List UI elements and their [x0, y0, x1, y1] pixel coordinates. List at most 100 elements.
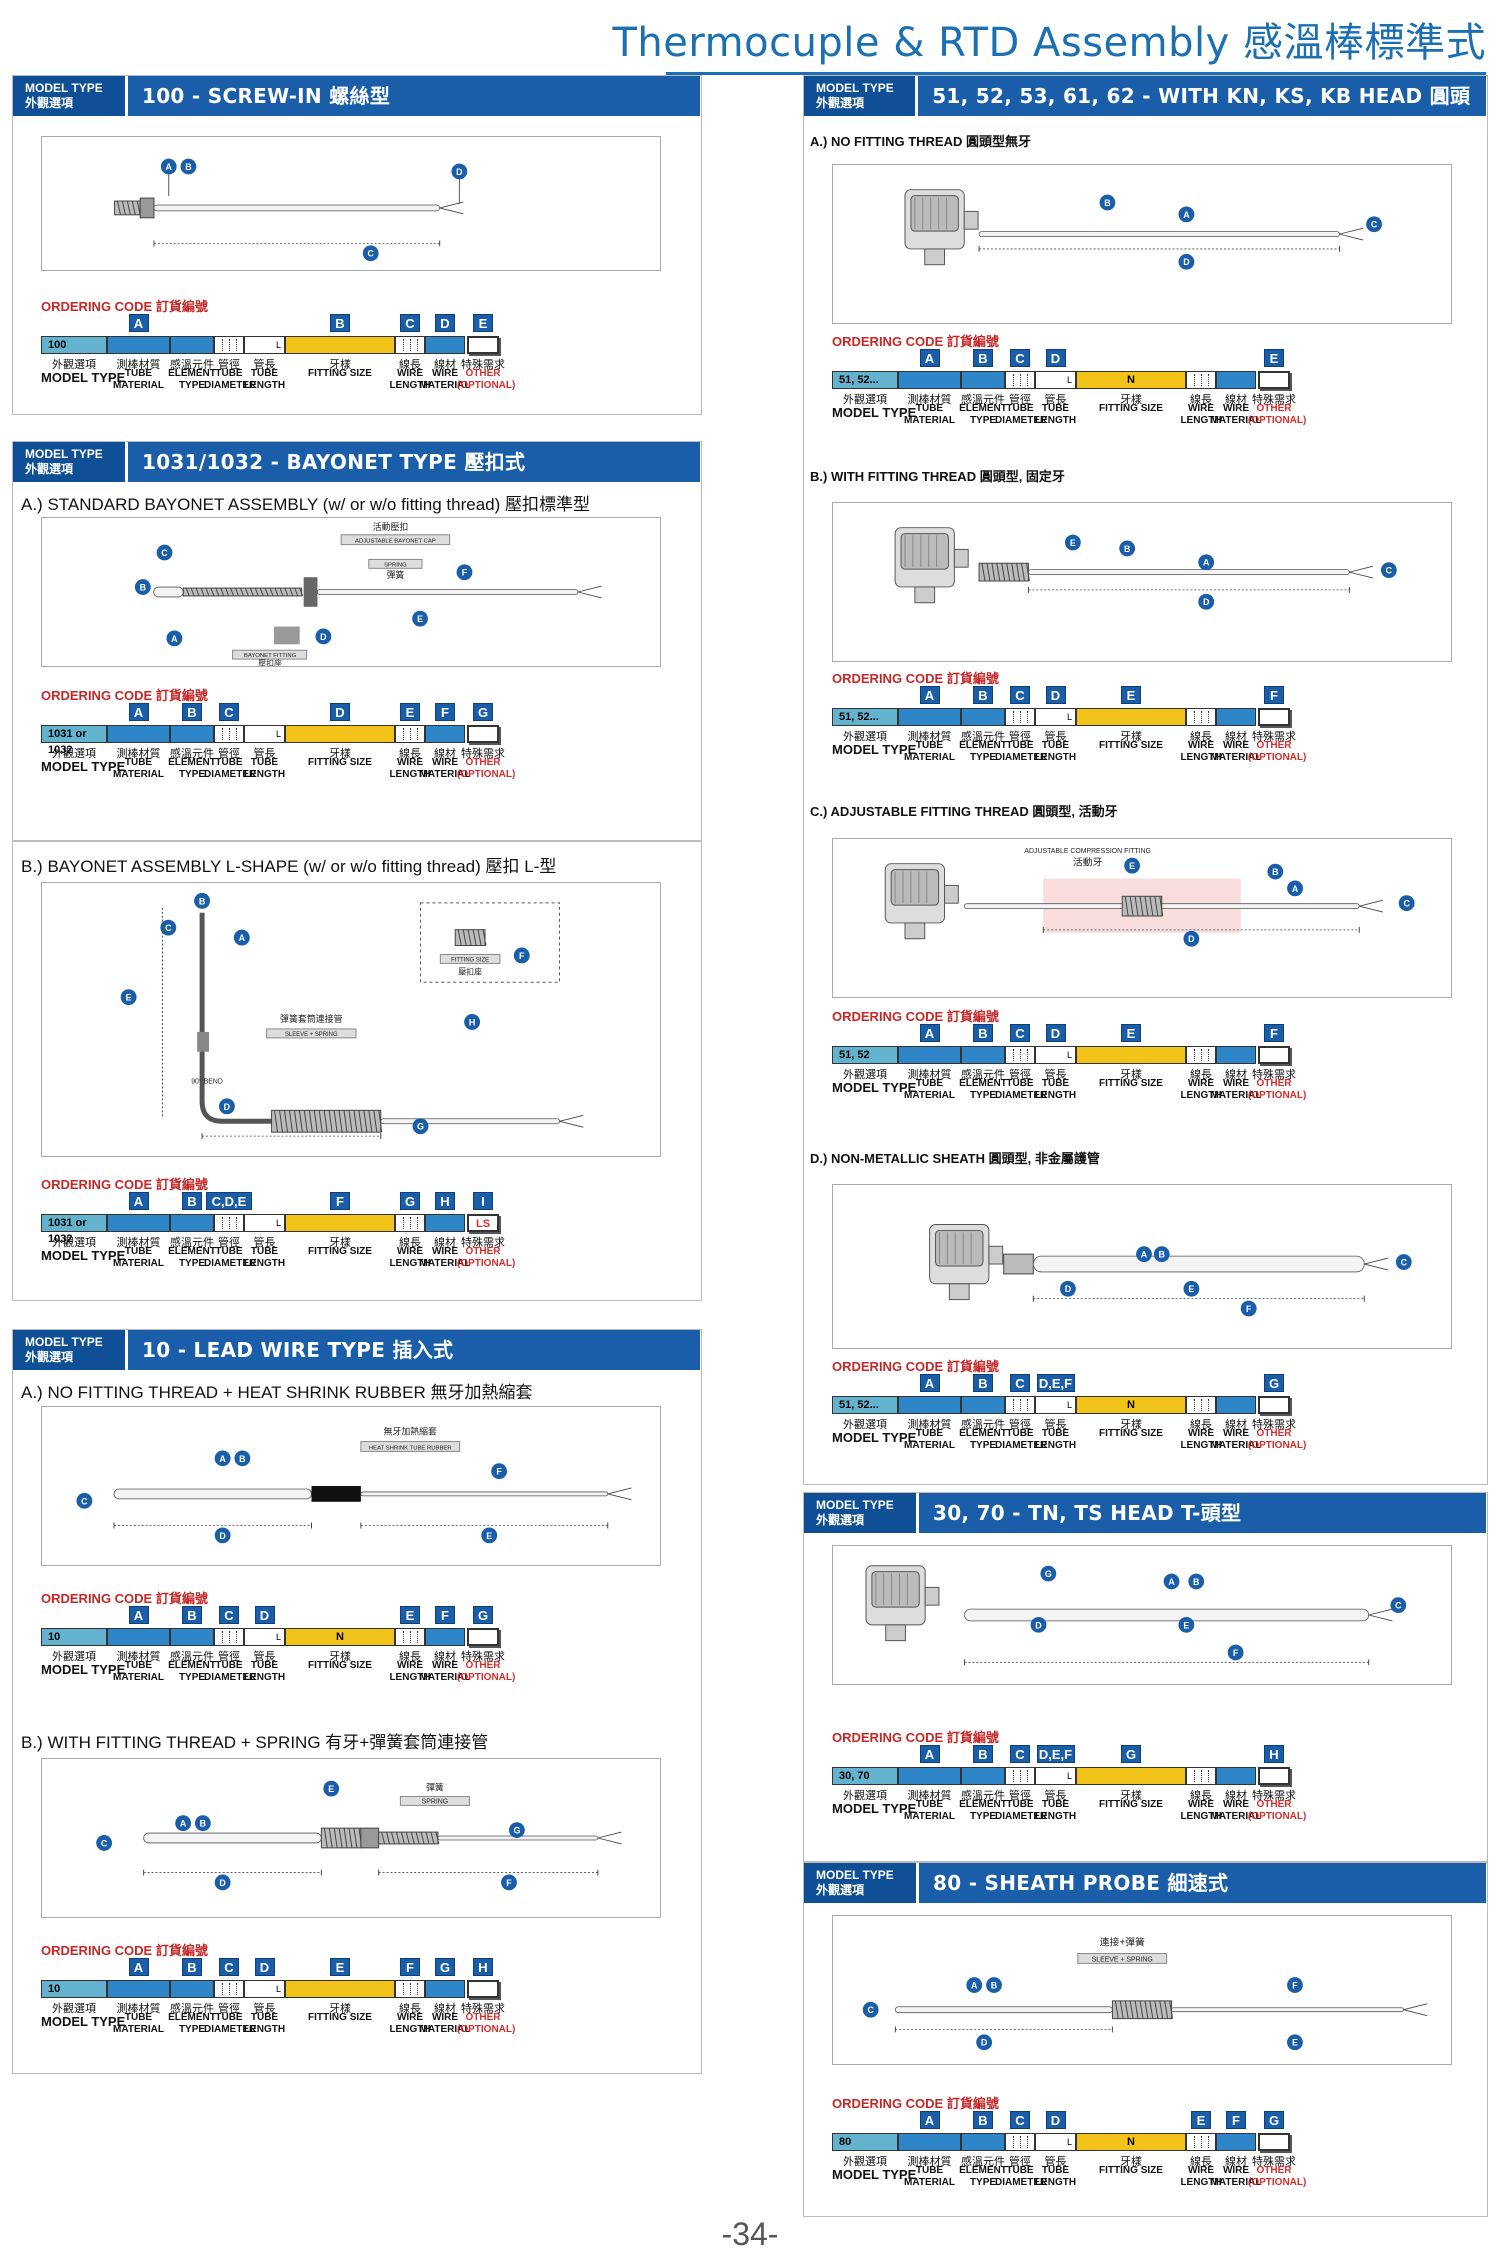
code-segment	[1216, 1046, 1256, 1064]
callout-marker: D	[315, 628, 332, 645]
column-cn-wm: 線材	[434, 1651, 456, 1663]
column-cn-wl: 線長	[1190, 731, 1212, 743]
column-en-fs: FITTING SIZE	[308, 1660, 372, 1671]
code-letter: G	[435, 1958, 455, 1976]
column-cn-wl: 線長	[1190, 1419, 1212, 1431]
column-en-wl: WIRE LENGTH	[1180, 2165, 1222, 2188]
callout-marker: C	[96, 1835, 113, 1851]
code-segment	[170, 1980, 214, 1998]
code-letter: A	[919, 349, 940, 367]
code-letter: I	[473, 1192, 493, 1210]
column-en-tl: TUBE LENGTH	[243, 1660, 286, 1683]
code-segment	[1216, 371, 1256, 389]
callout-marker: B	[1099, 194, 1116, 211]
callout-marker: E	[481, 1527, 498, 1544]
code-segment	[898, 1046, 961, 1064]
column-en-et: ELEMENT TYPE	[959, 403, 1007, 426]
column-cn-td: 管徑	[1009, 731, 1031, 743]
column-cn-tm: 測棒材質	[907, 1790, 952, 1802]
panel-1031-lshape: B.) BAYONET ASSEMBLY L-SHAPE (w/ or w/o …	[12, 841, 702, 1301]
tube-length-mark: L	[1066, 1400, 1072, 1410]
section-subtitle: B.) BAYONET ASSEMBLY L-SHAPE (w/ or w/o …	[21, 857, 557, 876]
code-letter: D	[1045, 349, 1066, 367]
column-en-td: TUBE DIAMETER	[204, 1660, 257, 1683]
column-cn-tl: 管長	[1044, 1790, 1067, 1802]
column-cn-tl: 管長	[1044, 1419, 1067, 1431]
callout-marker: F	[513, 947, 530, 964]
column-cn-tm: 測棒材質	[116, 1651, 161, 1663]
code-segment	[1186, 1767, 1216, 1785]
column-cn-tl: 管長	[1044, 731, 1067, 743]
svg-text:A: A	[1203, 558, 1210, 568]
column-cn-op: 特殊需求	[1252, 394, 1296, 406]
callout-marker: F	[1240, 1300, 1257, 1317]
code-segment	[961, 1046, 1005, 1064]
callout-marker: C	[1380, 562, 1397, 579]
code-segment: 80	[832, 2133, 898, 2151]
callout-marker: E	[412, 610, 428, 627]
code-segment	[961, 371, 1005, 389]
callout-marker: G	[412, 1118, 429, 1135]
ordering-code-label: ORDERING CODE 訂貨編號	[832, 1730, 999, 1745]
diagram-label: 彈簧套筒連接管	[280, 1013, 343, 1024]
column-en-mt: MODEL TYPE	[41, 1662, 126, 1677]
code-letter: B	[973, 686, 993, 704]
svg-text:E: E	[486, 1531, 492, 1541]
code-segment	[1258, 2133, 1290, 2151]
svg-text:A: A	[219, 1454, 226, 1464]
column-en-mt: MODEL TYPE	[41, 1248, 126, 1263]
column-cn-tm: 測棒材質	[907, 1419, 952, 1431]
svg-text:D: D	[1203, 597, 1210, 607]
column-cn-tm: 測棒材質	[907, 394, 952, 406]
code-letter: F	[1264, 1024, 1284, 1042]
callout-marker: D	[218, 1098, 235, 1115]
column-en-mt: MODEL TYPE	[832, 2167, 917, 2182]
column-en-fs: FITTING SIZE	[1099, 740, 1163, 751]
code-segment: L	[1035, 371, 1076, 389]
code-segment: L	[1035, 1767, 1076, 1785]
column-en-tl: TUBE LENGTH	[1034, 740, 1077, 763]
code-segment	[107, 336, 170, 354]
column-en-wm: WIRE MATERIAL	[419, 2012, 471, 2035]
column-cn-td: 管徑	[218, 2003, 240, 2015]
callout-marker: A	[160, 158, 177, 175]
connection-head	[884, 863, 959, 940]
code-segment	[395, 1628, 425, 1646]
column-en-tl: TUBE LENGTH	[243, 757, 286, 780]
svg-text:C: C	[101, 1838, 108, 1848]
callout-marker: B	[986, 1977, 1002, 1993]
svg-text:B: B	[200, 1819, 206, 1829]
column-cn-tm: 測棒材質	[907, 1069, 952, 1081]
svg-text:D: D	[1188, 934, 1195, 944]
code-segment	[898, 708, 961, 726]
section-subtitle: B.) WITH FITTING THREAD + SPRING 有牙+彈簧套筒…	[21, 1733, 489, 1752]
page-header: Thermocuple & RTD Assembly 感溫棒標準式	[612, 10, 1486, 75]
column-en-et: ELEMENT TYPE	[959, 2165, 1007, 2188]
svg-text:C: C	[368, 249, 375, 259]
code-segment	[107, 1214, 170, 1232]
code-letter: B	[330, 314, 350, 332]
code-letter: D	[1045, 2111, 1066, 2129]
column-cn-wl: 線長	[399, 1651, 421, 1663]
column-en-fs: FITTING SIZE	[308, 757, 372, 768]
column-cn-et: 感溫元件	[170, 1651, 214, 1663]
ordering-code-label: ORDERING CODE 訂貨編號	[41, 688, 208, 703]
code-segment	[285, 1980, 395, 1998]
column-en-et: ELEMENT TYPE	[959, 1428, 1007, 1451]
diagram-label: BAYONET FITTING	[244, 653, 297, 659]
code-segment	[467, 725, 499, 743]
column-cn-tm: 測棒材質	[907, 2156, 952, 2168]
page-title: Thermocuple & RTD Assembly 感溫棒標準式	[612, 20, 1486, 66]
code-letter: E	[1121, 686, 1141, 704]
model-code-value: 10	[48, 1631, 61, 1643]
tube-length-mark: L	[1066, 375, 1072, 385]
